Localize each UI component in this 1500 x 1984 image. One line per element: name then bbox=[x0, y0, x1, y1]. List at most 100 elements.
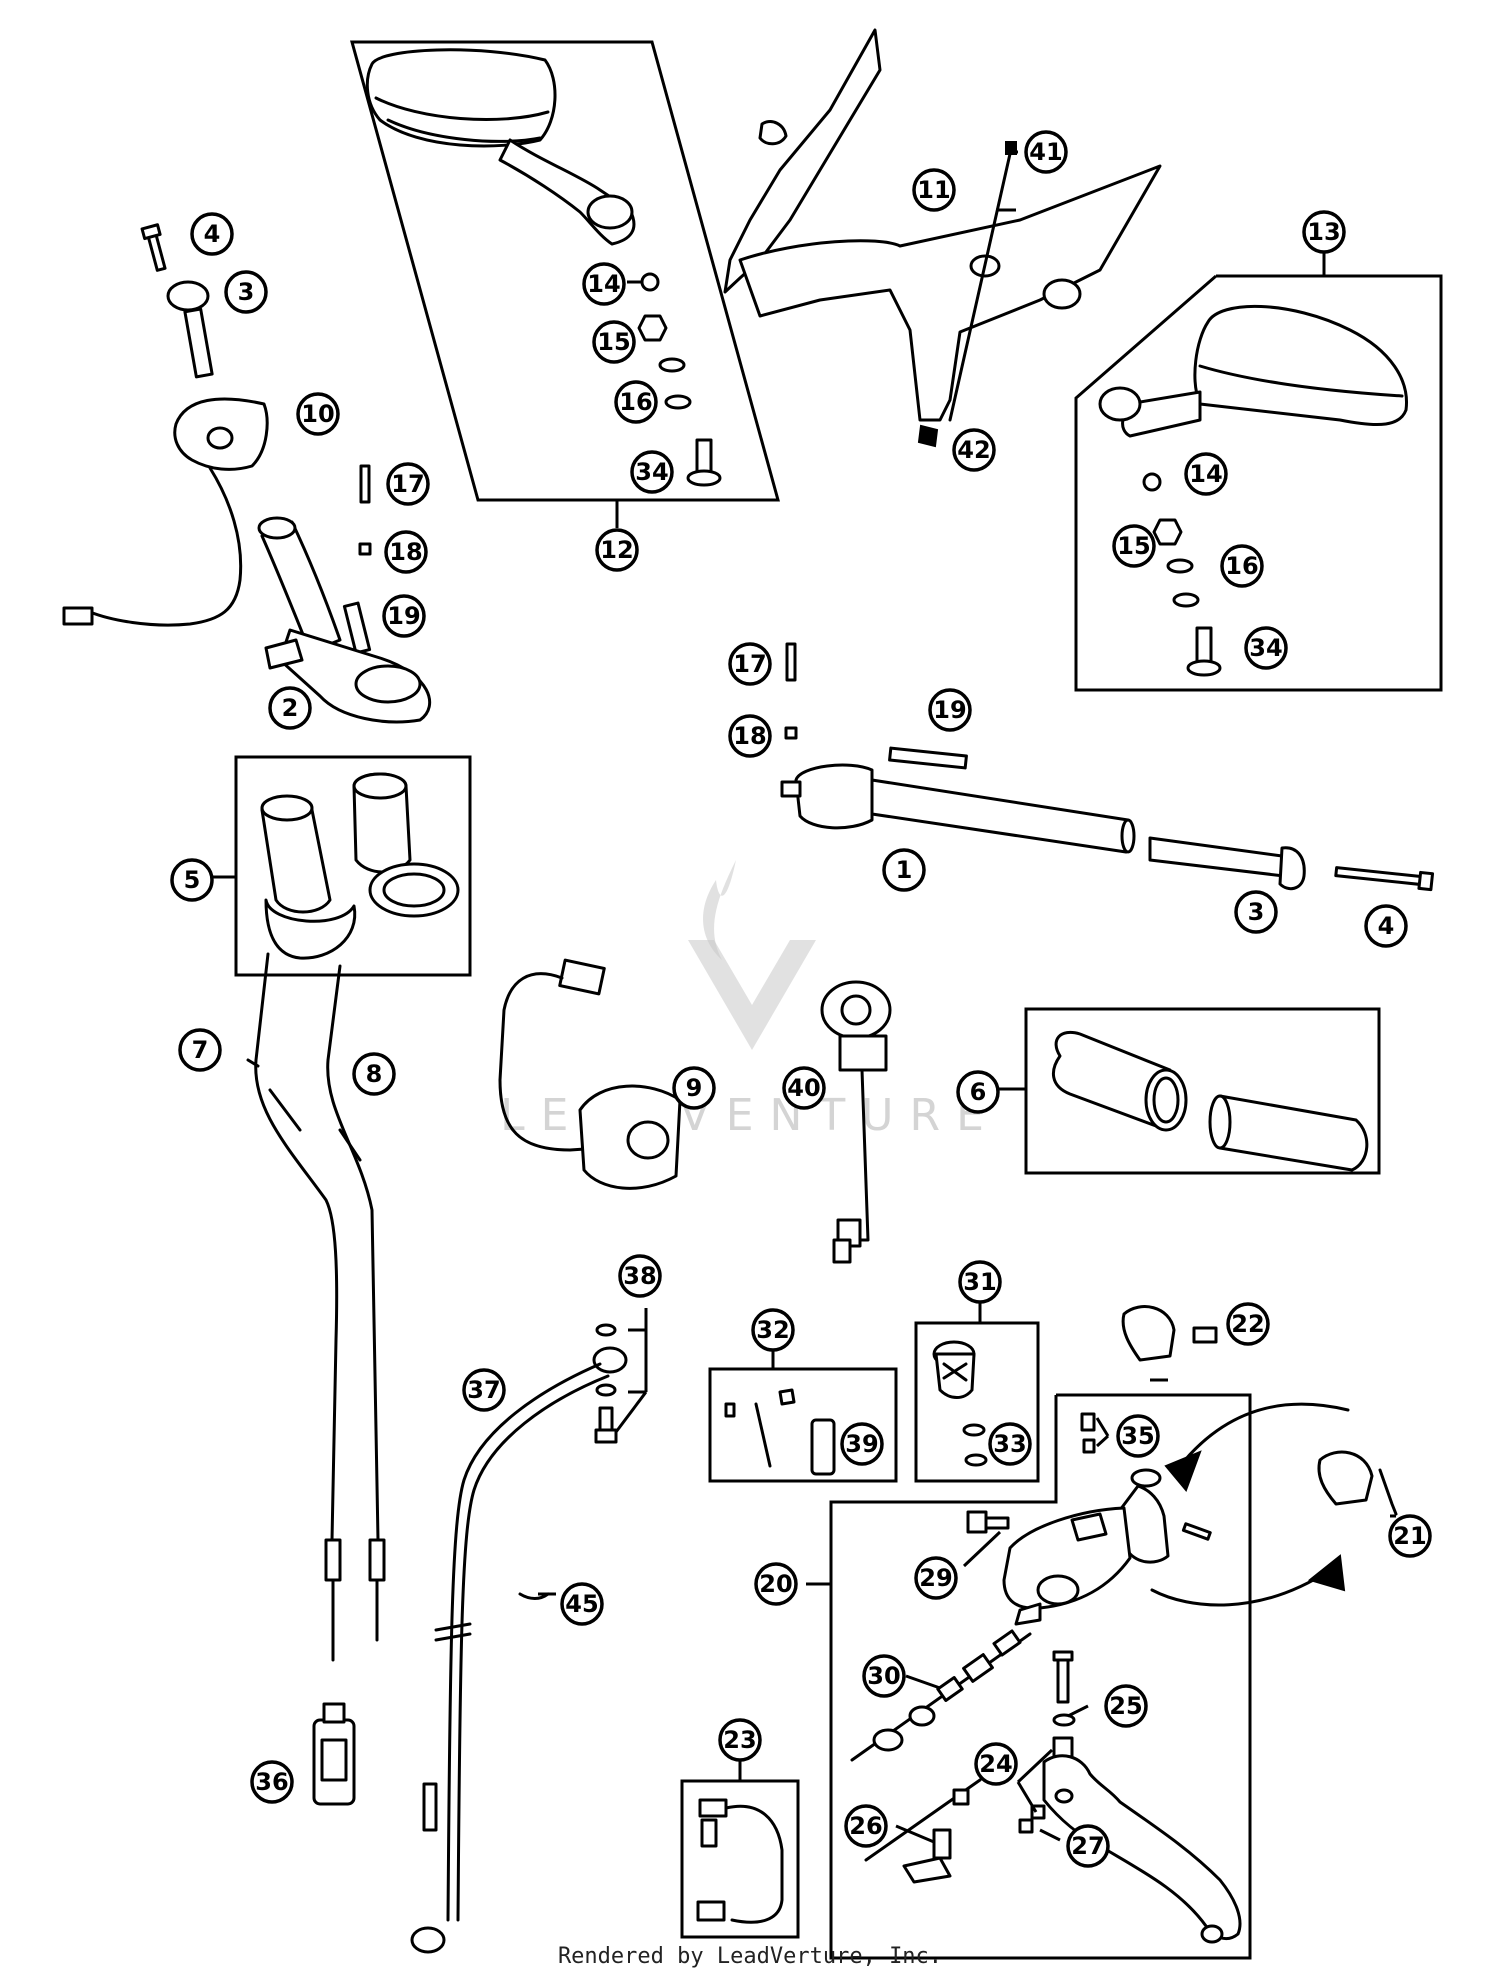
box-31 bbox=[914, 1302, 1040, 1483]
bolt-19a bbox=[342, 601, 372, 655]
svg-text:15: 15 bbox=[597, 328, 630, 356]
piston-kit-30 bbox=[850, 1629, 1032, 1762]
svg-text:42: 42 bbox=[957, 436, 990, 464]
svg-text:35: 35 bbox=[1121, 1422, 1154, 1450]
callout-45: 45 bbox=[560, 1582, 604, 1626]
callout-34a: 34 bbox=[630, 450, 674, 494]
svg-text:22: 22 bbox=[1231, 1310, 1264, 1338]
nut-15b bbox=[1152, 518, 1183, 546]
callout-15b: 15 bbox=[1112, 524, 1156, 568]
bar-end-3a bbox=[166, 280, 214, 379]
svg-text:20: 20 bbox=[759, 1570, 792, 1598]
callout-13: 13 bbox=[1302, 210, 1346, 254]
callout-33: 33 bbox=[988, 1422, 1032, 1466]
reservoir-31 bbox=[932, 1340, 976, 1399]
callout-32: 32 bbox=[751, 1308, 795, 1352]
callout-2: 2 bbox=[268, 686, 312, 730]
svg-text:18: 18 bbox=[733, 722, 766, 750]
svg-text:1: 1 bbox=[896, 856, 913, 884]
screw-4b bbox=[1334, 866, 1435, 892]
bolt-25 bbox=[1052, 1650, 1076, 1727]
grip-set-5 bbox=[260, 772, 460, 960]
switch-grip-1 bbox=[780, 763, 1136, 854]
callout-1: 1 bbox=[882, 848, 926, 892]
svg-text:41: 41 bbox=[1029, 138, 1062, 166]
sleeve-39 bbox=[810, 1418, 836, 1476]
svg-text:38: 38 bbox=[623, 1262, 656, 1290]
washer-16b-2 bbox=[1172, 592, 1200, 608]
svg-text:4: 4 bbox=[1378, 912, 1395, 940]
callout-23: 23 bbox=[718, 1718, 762, 1762]
callout-5: 5 bbox=[170, 858, 214, 902]
kill-switch-40 bbox=[820, 980, 892, 1264]
bar-end-3b bbox=[1148, 836, 1306, 891]
callout-41: 41 bbox=[1024, 130, 1068, 174]
callout-3a: 3 bbox=[224, 270, 268, 314]
svg-text:10: 10 bbox=[301, 400, 334, 428]
callout-19b: 19 bbox=[928, 688, 972, 732]
svg-text:17: 17 bbox=[391, 470, 424, 498]
svg-text:34: 34 bbox=[635, 458, 668, 486]
svg-text:29: 29 bbox=[919, 1564, 952, 1592]
svg-text:32: 32 bbox=[756, 1316, 789, 1344]
callout-21: 21 bbox=[1388, 1514, 1432, 1558]
switch-housing-9 bbox=[498, 958, 682, 1190]
callout-40: 40 bbox=[782, 1066, 826, 1110]
callout-25: 25 bbox=[1104, 1684, 1148, 1728]
svg-text:19: 19 bbox=[933, 696, 966, 724]
callout-30: 30 bbox=[862, 1654, 906, 1698]
clamp-21 bbox=[1317, 1450, 1398, 1516]
callout-4b: 4 bbox=[1364, 904, 1408, 948]
svg-text:14: 14 bbox=[1189, 460, 1222, 488]
callout-20: 20 bbox=[754, 1562, 798, 1606]
assembly-box-20 bbox=[806, 1393, 1252, 1960]
svg-text:17: 17 bbox=[733, 650, 766, 678]
callout-14b: 14 bbox=[1184, 452, 1228, 496]
svg-text:33: 33 bbox=[993, 1430, 1026, 1458]
svg-text:34: 34 bbox=[1249, 634, 1282, 662]
callout-4a: 4 bbox=[190, 212, 234, 256]
svg-text:16: 16 bbox=[619, 388, 652, 416]
watermark-logo bbox=[688, 860, 816, 1050]
screw-29 bbox=[966, 1510, 1010, 1534]
svg-text:26: 26 bbox=[849, 1812, 882, 1840]
callout-11: 11 bbox=[912, 168, 956, 212]
svg-text:23: 23 bbox=[723, 1726, 756, 1754]
callout-22: 22 bbox=[1226, 1302, 1270, 1346]
washer-14a bbox=[640, 272, 660, 292]
throttle-housing-10 bbox=[62, 397, 269, 627]
cable-7 bbox=[246, 952, 342, 1662]
callout-6: 6 bbox=[956, 1070, 1000, 1114]
bolt-19b bbox=[888, 746, 968, 770]
svg-text:39: 39 bbox=[845, 1430, 878, 1458]
svg-text:18: 18 bbox=[389, 538, 422, 566]
assembly-box-12 bbox=[350, 40, 780, 528]
svg-text:21: 21 bbox=[1393, 1522, 1426, 1550]
svg-text:9: 9 bbox=[686, 1074, 703, 1102]
pin-18b bbox=[784, 726, 798, 740]
washer-14b bbox=[1142, 472, 1162, 492]
screw-41 bbox=[1005, 141, 1017, 155]
svg-text:30: 30 bbox=[867, 1662, 900, 1690]
switch-26 bbox=[864, 1778, 982, 1884]
bolt-34a bbox=[686, 438, 722, 487]
svg-text:15: 15 bbox=[1117, 532, 1150, 560]
nut-15a bbox=[637, 314, 668, 342]
callout-34b: 34 bbox=[1244, 626, 1288, 670]
callout-18a: 18 bbox=[384, 530, 428, 574]
callout-3b: 3 bbox=[1234, 890, 1278, 934]
callout-18b: 18 bbox=[728, 714, 772, 758]
screw-17b bbox=[785, 642, 797, 682]
svg-text:31: 31 bbox=[963, 1268, 996, 1296]
box-32 bbox=[708, 1350, 898, 1483]
svg-text:7: 7 bbox=[192, 1036, 209, 1064]
callout-35: 35 bbox=[1116, 1414, 1160, 1458]
callout-10: 10 bbox=[296, 392, 340, 436]
callout-16a: 16 bbox=[614, 380, 658, 424]
svg-text:45: 45 bbox=[565, 1590, 598, 1618]
render-credit: Rendered by LeadVerture, Inc. bbox=[557, 1944, 943, 1969]
callout-38: 38 bbox=[618, 1254, 662, 1298]
callout-15a: 15 bbox=[592, 320, 636, 364]
callout-27: 27 bbox=[1066, 1824, 1110, 1868]
